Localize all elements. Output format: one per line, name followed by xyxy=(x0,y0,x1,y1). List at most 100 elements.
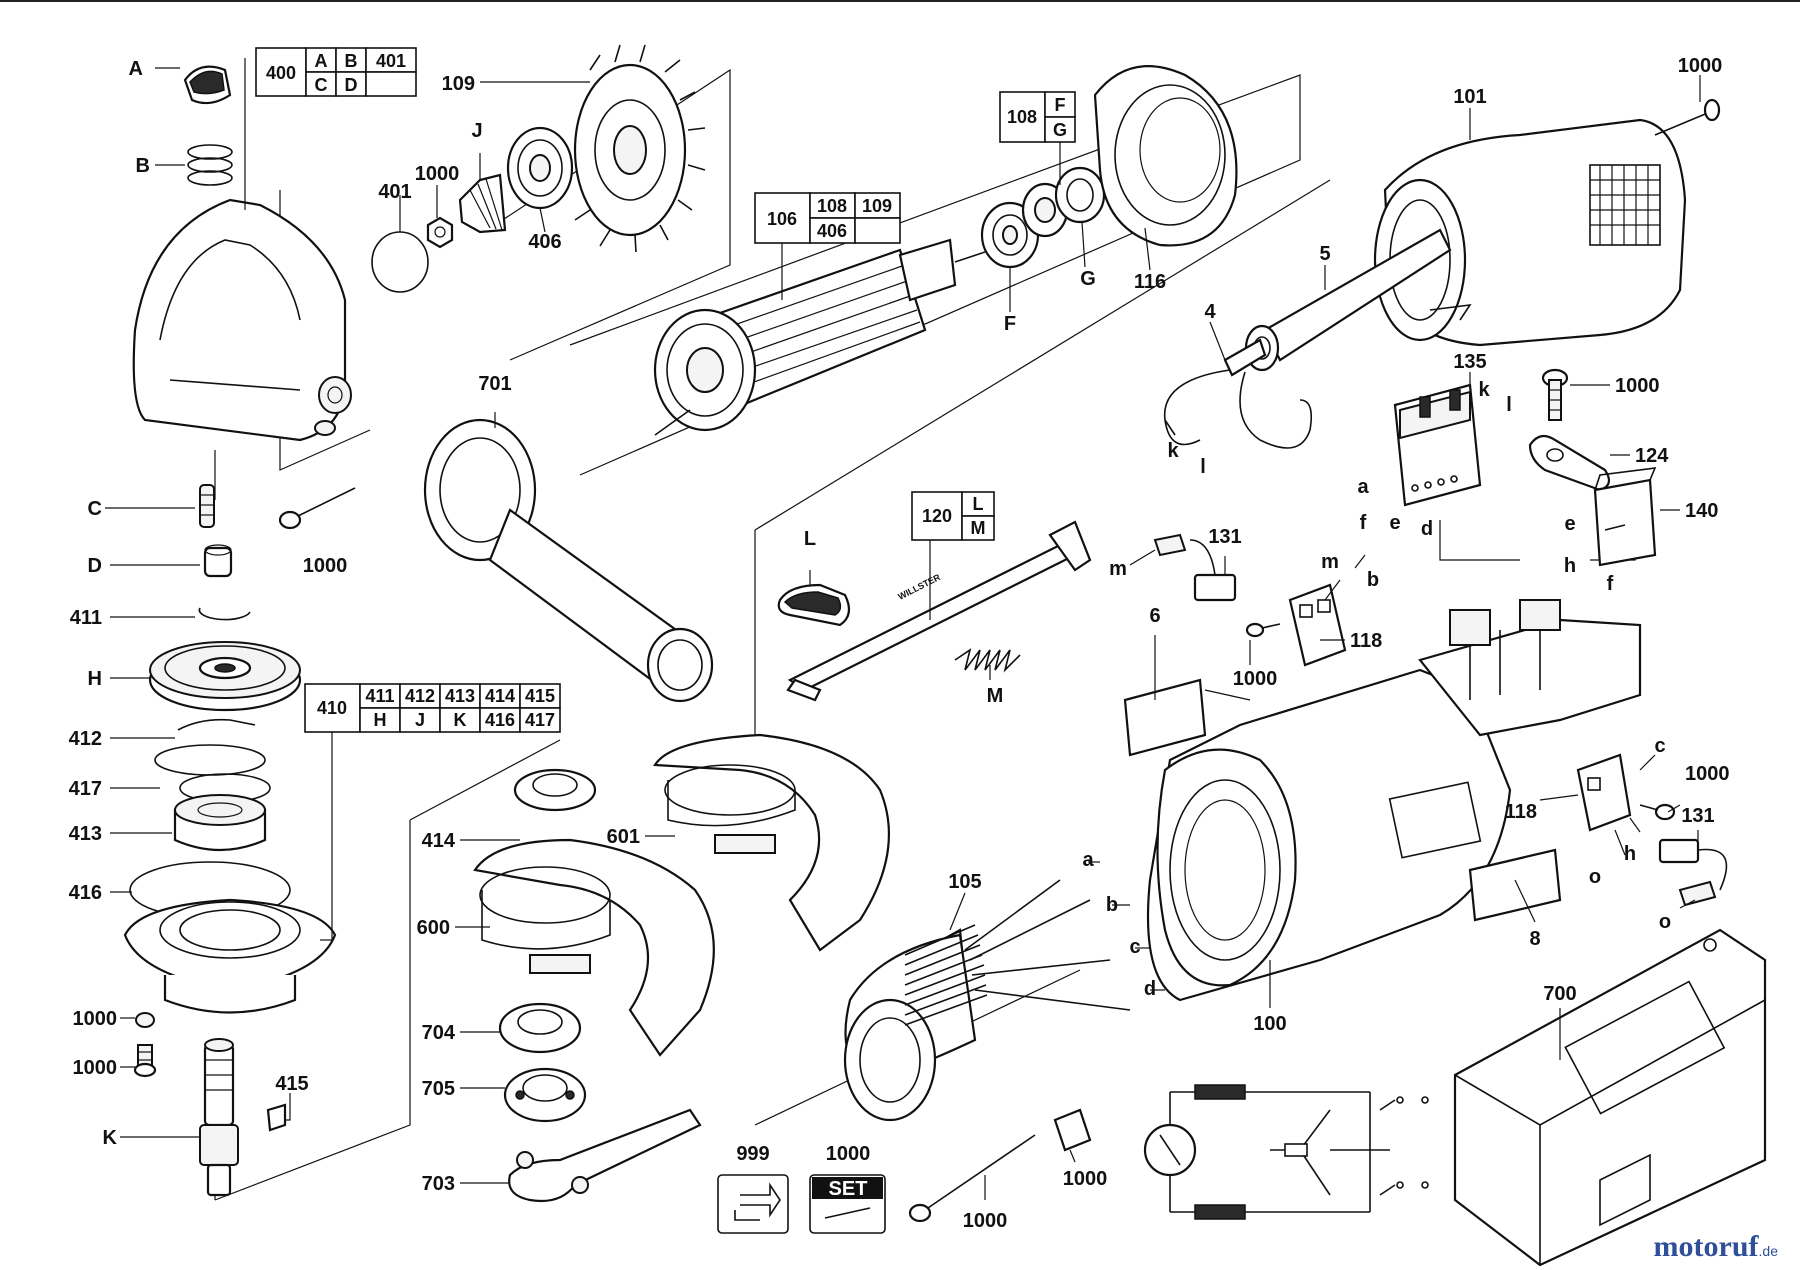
air-guide-116 xyxy=(1093,64,1238,247)
stator-clip-1000 xyxy=(1053,1108,1092,1152)
bearing-g xyxy=(1054,166,1106,224)
spring-m xyxy=(954,648,1021,673)
t400-c4: 401 xyxy=(376,51,406,71)
label-412: 412 xyxy=(69,728,102,750)
t120-c2: L xyxy=(973,494,984,514)
t106-c1: 106 xyxy=(767,209,797,229)
rings-412-417 xyxy=(154,718,271,803)
label-101: 101 xyxy=(1453,86,1486,108)
label-105: 105 xyxy=(948,871,981,893)
t410-c11: 417 xyxy=(525,710,555,730)
stator-screw-1000 xyxy=(908,1134,1036,1223)
carrying-case-700 xyxy=(1453,928,1767,1267)
slider-l xyxy=(777,583,851,627)
motor-housing-100 xyxy=(1146,599,1642,1002)
t400-c6: D xyxy=(345,75,358,95)
frame-mid-diag xyxy=(754,179,1331,531)
service-icon-set xyxy=(809,1174,886,1234)
bevel-gear-h xyxy=(148,641,302,712)
label-K: K xyxy=(103,1127,118,1149)
stator-105 xyxy=(843,879,1131,1122)
label-703: 703 xyxy=(422,1173,455,1195)
screw-1000-switch xyxy=(1541,368,1569,421)
t410-c4: 413 xyxy=(445,686,475,706)
screw-1000-top xyxy=(1654,98,1721,136)
t106-c2: 108 xyxy=(817,196,847,216)
t108-c2: F xyxy=(1055,95,1066,115)
t410-c10: 416 xyxy=(485,710,515,730)
t108-c3: G xyxy=(1053,120,1067,140)
label-o2: o xyxy=(1659,911,1671,933)
label-1000-i: 1000 xyxy=(963,1210,1008,1232)
label-1000-set: 1000 xyxy=(826,1143,871,1165)
pin-c xyxy=(199,484,215,528)
cable-4 xyxy=(1163,338,1313,449)
motor-housing-101 xyxy=(1373,118,1687,347)
switch-135 xyxy=(1393,383,1482,507)
label-135: 135 xyxy=(1453,351,1486,373)
label-e1: e xyxy=(1389,512,1400,534)
key-415 xyxy=(266,1103,287,1132)
label-116: 116 xyxy=(1134,271,1166,293)
label-415: 415 xyxy=(275,1073,308,1095)
label-131-a: 131 xyxy=(1208,526,1241,548)
t410-c6: 415 xyxy=(525,686,555,706)
leader-lines xyxy=(105,58,1701,1200)
brand-watermark: motoruf.de xyxy=(1654,1230,1778,1264)
label-G: G xyxy=(1080,268,1096,290)
frame-switch xyxy=(1439,520,1520,561)
t106-c3: 109 xyxy=(862,196,892,216)
label-1000-b: 1000 xyxy=(73,1057,118,1079)
service-icon-999 xyxy=(717,1174,789,1234)
label-406: 406 xyxy=(528,231,561,253)
label-1000-f: 1000 xyxy=(1615,375,1660,397)
label-A: A xyxy=(129,58,143,80)
label-c1: c xyxy=(1654,735,1665,757)
capacitor-140 xyxy=(1593,467,1657,567)
label-m2: m xyxy=(1321,551,1339,573)
label-o1: o xyxy=(1589,866,1601,888)
label-401: 401 xyxy=(378,181,411,203)
label-701: 701 xyxy=(478,373,511,395)
switch-rod-120 xyxy=(786,520,1092,702)
label-wire-b: b xyxy=(1106,894,1118,916)
table-106: 106 108 109 406 xyxy=(754,192,901,300)
label-1000-c: 1000 xyxy=(415,163,460,185)
gear-housing xyxy=(132,198,352,442)
button-a xyxy=(183,65,232,105)
label-1000-j: 1000 xyxy=(1063,1168,1108,1190)
label-1000-e: 1000 xyxy=(1678,55,1723,77)
label-6: 6 xyxy=(1149,605,1160,627)
sleeve-d xyxy=(203,544,233,578)
label-700: 700 xyxy=(1543,983,1576,1005)
vent-grid xyxy=(1589,164,1661,246)
label-f2: f xyxy=(1607,573,1614,595)
t400-c2: A xyxy=(315,51,328,71)
screw-1000-right xyxy=(1639,803,1676,821)
label-600: 600 xyxy=(417,917,450,939)
label-M: M xyxy=(987,685,1004,707)
flange-704 xyxy=(498,1002,582,1054)
t120-c1: 120 xyxy=(922,506,952,526)
t410-c2: 411 xyxy=(365,686,394,706)
label-h1: h xyxy=(1564,555,1576,577)
label-118-a: 118 xyxy=(1350,630,1382,652)
label-F: F xyxy=(1004,313,1016,335)
t400-c1: 400 xyxy=(266,63,296,83)
t410-c1: 410 xyxy=(317,698,347,718)
carbon-brush-131-b xyxy=(1658,838,1728,907)
guard-601 xyxy=(653,733,890,952)
label-417: 417 xyxy=(69,778,102,800)
t106-c4: 406 xyxy=(817,221,847,241)
label-e2: e xyxy=(1564,513,1575,535)
guard-600 xyxy=(473,838,715,1057)
label-l2: l xyxy=(1506,394,1512,416)
label-wire-a: a xyxy=(1082,849,1094,871)
side-handle-701 xyxy=(423,418,714,703)
label-J: J xyxy=(471,120,482,142)
nut-1000 xyxy=(426,216,454,249)
frame-armature xyxy=(569,74,1301,476)
set-icon-text: SET xyxy=(829,1178,868,1200)
frame-guard xyxy=(409,739,561,821)
t108-c1: 108 xyxy=(1007,107,1037,127)
